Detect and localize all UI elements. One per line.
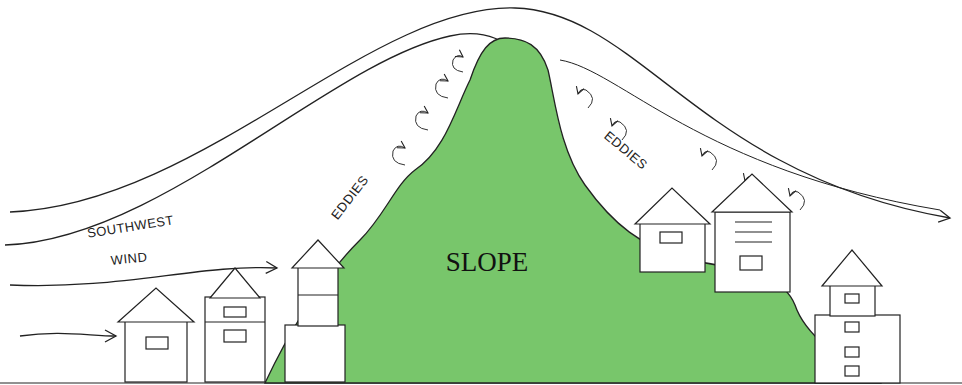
slope-label: SLOPE [446,247,529,278]
flow-label: WIND [110,249,148,268]
wind-line [560,60,940,210]
flow-label: EDDIES [328,172,371,222]
wind-line [20,333,116,336]
flow-label: SOUTHWEST [86,212,175,241]
wind-line [10,268,277,286]
